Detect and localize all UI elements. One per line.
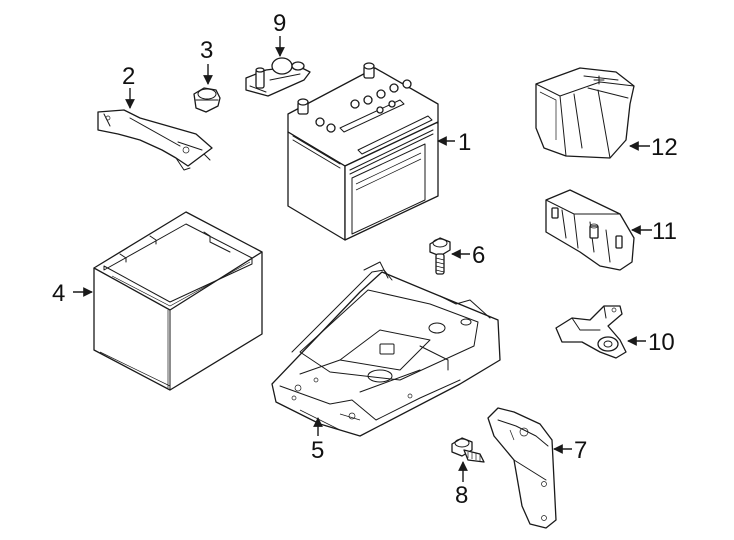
- callout-1: 1: [458, 129, 471, 156]
- part-bracket[interactable]: [487, 407, 557, 529]
- fusible-link-studs: [551, 207, 623, 249]
- part-cable-terminal[interactable]: [555, 305, 627, 359]
- part-battery[interactable]: [287, 62, 439, 241]
- part-hold-down-clamp[interactable]: [97, 109, 213, 171]
- callout-9: 9: [273, 10, 286, 37]
- part-terminal-clamp[interactable]: [245, 57, 311, 97]
- battery-cell-caps: [315, 79, 412, 133]
- callout-11: 11: [652, 218, 677, 245]
- part-fusible-link-block[interactable]: [545, 189, 635, 271]
- part-bolt-lower[interactable]: [451, 437, 485, 463]
- part-battery-tray[interactable]: [271, 261, 501, 437]
- part-battery-box[interactable]: [93, 211, 263, 391]
- callout-5: 5: [311, 437, 324, 464]
- callout-8: 8: [455, 482, 468, 509]
- part-terminal-cover[interactable]: [535, 67, 635, 159]
- callout-3: 3: [200, 37, 213, 64]
- part-bolt-upper[interactable]: [429, 237, 451, 275]
- part-nut[interactable]: [193, 87, 221, 113]
- callout-6: 6: [472, 242, 485, 269]
- callout-12: 12: [651, 134, 678, 161]
- callout-7: 7: [574, 437, 587, 464]
- callout-2: 2: [122, 63, 135, 90]
- callout-10: 10: [648, 329, 675, 356]
- callout-4: 4: [52, 280, 65, 307]
- battery-terminal-post: [297, 62, 375, 115]
